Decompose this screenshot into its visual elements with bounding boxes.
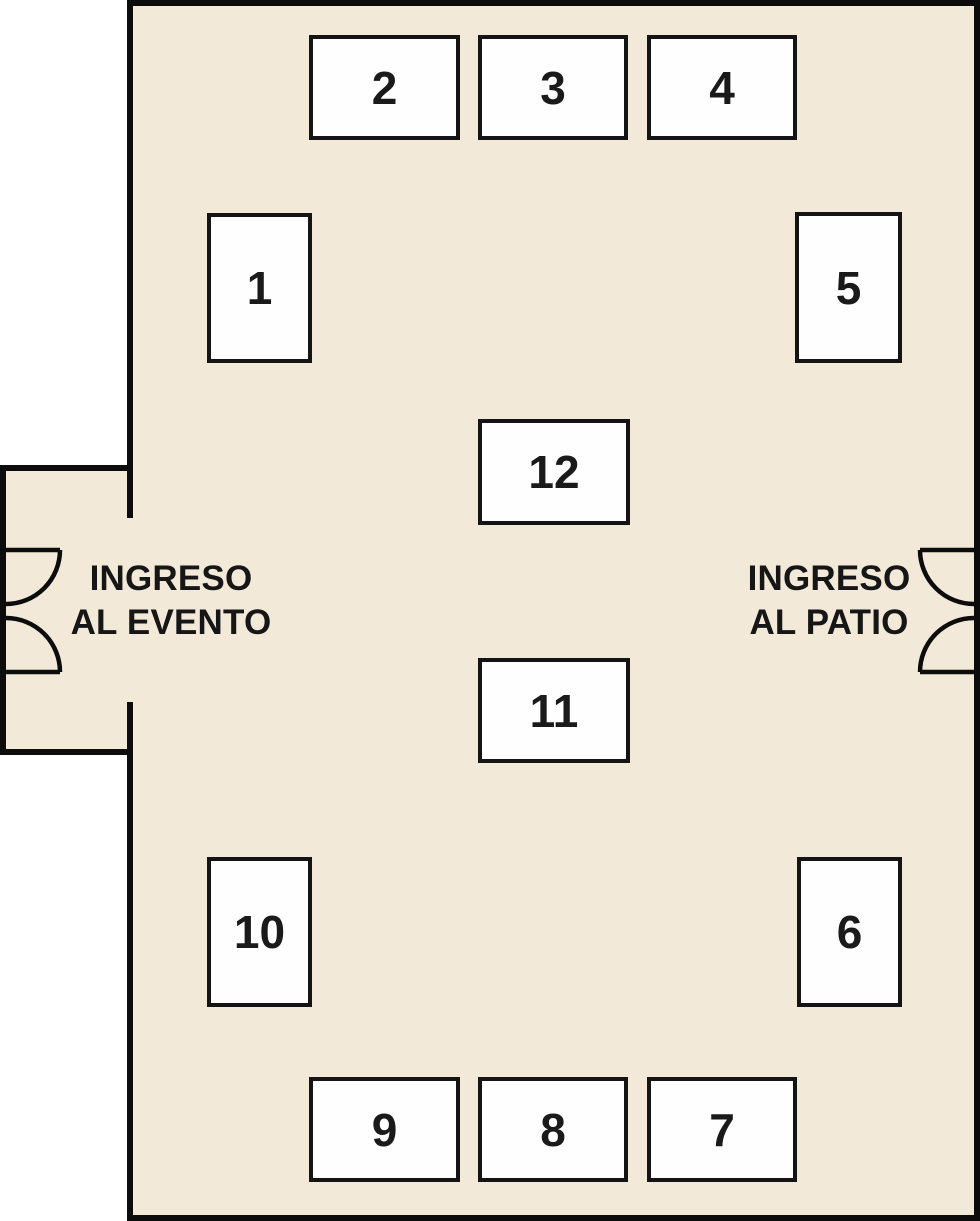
entrance-label-event-line1: INGRESO	[89, 559, 253, 598]
booth-7: 7	[647, 1077, 797, 1182]
entrance-vestibule	[0, 465, 127, 755]
booth-2: 2	[309, 35, 460, 140]
booth-3: 3	[478, 35, 628, 140]
entrance-label-patio-line2: AL PATIO	[749, 603, 909, 642]
booth-4: 4	[647, 35, 797, 140]
left-doorway-opening	[127, 518, 133, 702]
booth-9: 9	[309, 1077, 460, 1182]
booth-12: 12	[478, 419, 630, 525]
entrance-label-event-line2: AL EVENTO	[70, 603, 272, 642]
entrance-label-event: INGRESO AL EVENTO	[21, 557, 321, 645]
booth-10: 10	[207, 857, 312, 1007]
booth-6: 6	[797, 857, 902, 1007]
booth-5: 5	[795, 212, 902, 363]
event-hall	[127, 0, 980, 1221]
entrance-label-patio-line1: INGRESO	[747, 559, 911, 598]
booth-8: 8	[478, 1077, 628, 1182]
booth-11: 11	[478, 658, 630, 763]
booth-1: 1	[207, 213, 312, 363]
entrance-label-patio: INGRESO AL PATIO	[679, 557, 979, 645]
